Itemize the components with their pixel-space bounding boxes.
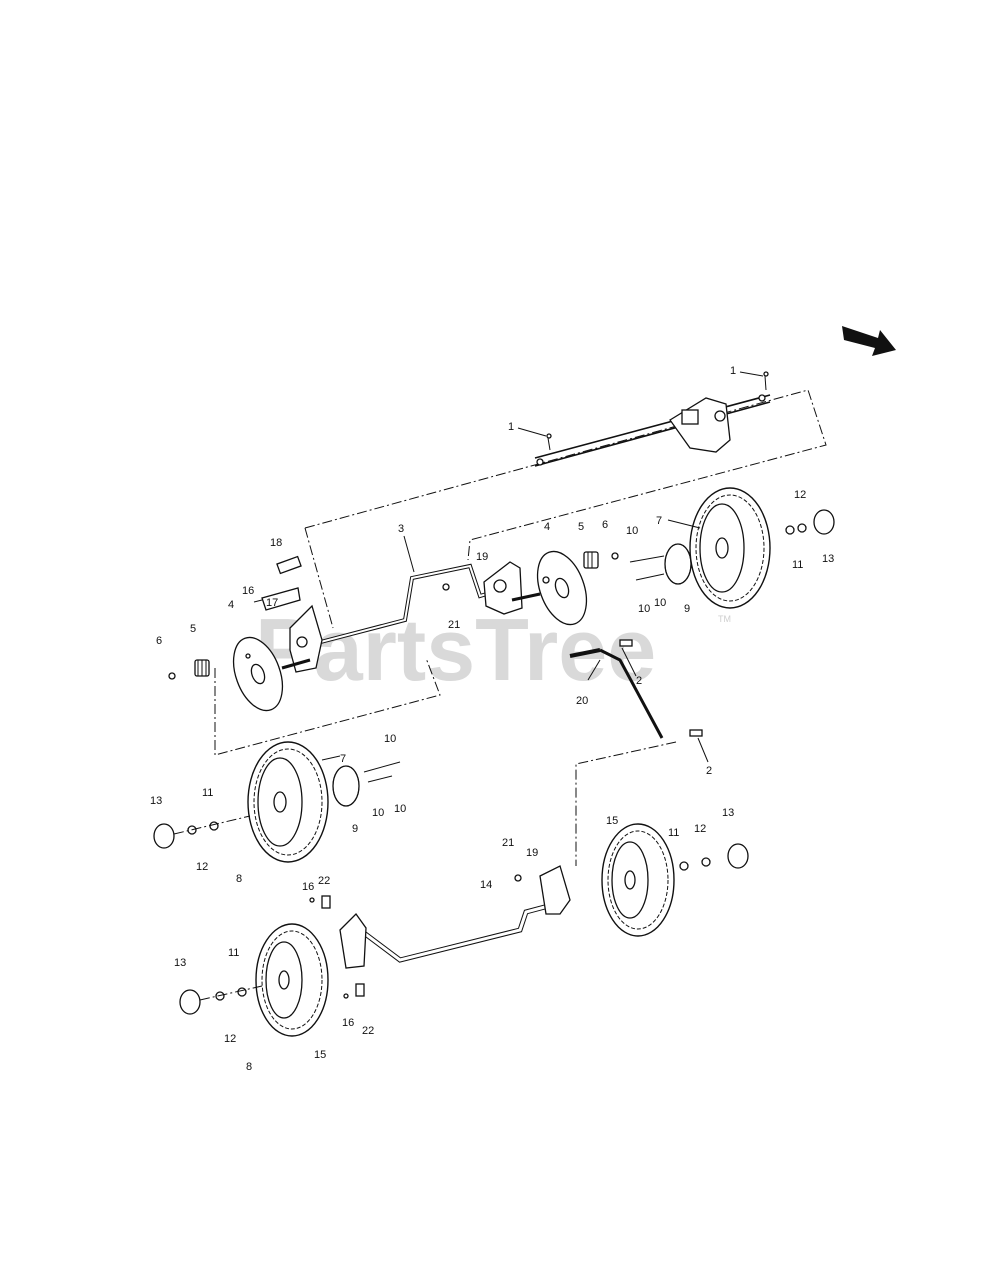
watermark-trademark: TM [718, 614, 731, 624]
callout-12: 12 [694, 823, 706, 835]
callout-19: 19 [526, 847, 538, 859]
callout-11: 11 [668, 827, 679, 839]
callout-5: 5 [578, 521, 584, 533]
callout-3: 3 [398, 523, 404, 535]
callout-17: 17 [266, 597, 278, 609]
callout-9: 9 [684, 603, 690, 615]
callout-5: 5 [190, 623, 196, 635]
axle-rod [289, 563, 501, 652]
callout-7: 7 [656, 515, 662, 527]
callout-12: 12 [196, 861, 208, 873]
watermark: PartsTree [255, 600, 656, 699]
left-large-gear [332, 761, 401, 807]
callout-labels: 1 1 3 18 16 17 4 5 6 19 21 4 5 6 10 7 12… [150, 365, 834, 1073]
callout-10: 10 [654, 597, 666, 609]
arrow-icon [842, 326, 896, 356]
callout-13: 13 [150, 795, 162, 807]
callout-2: 2 [636, 675, 642, 687]
callout-19: 19 [476, 551, 488, 563]
callout-21: 21 [448, 619, 460, 631]
callout-2: 2 [706, 765, 712, 777]
callout-4: 4 [544, 521, 550, 533]
callout-10: 10 [384, 733, 396, 745]
right-rear-wheel [689, 487, 835, 609]
callout-16: 16 [342, 1017, 354, 1029]
upper-axle-assembly [214, 371, 827, 756]
left-rear-hardware [153, 815, 251, 849]
callout-11: 11 [202, 787, 213, 799]
front-right-wheel [601, 823, 749, 937]
callout-8: 8 [246, 1061, 252, 1073]
callout-6: 6 [156, 635, 162, 647]
right-small-gear [583, 551, 619, 569]
front-left-wheel [179, 923, 329, 1037]
left-small-gear [168, 659, 210, 680]
callout-9: 9 [352, 823, 358, 835]
callout-12: 12 [224, 1033, 236, 1045]
callout-1: 1 [508, 421, 514, 433]
left-disc [232, 636, 284, 712]
callout-16: 16 [242, 585, 254, 597]
callout-10: 10 [372, 807, 384, 819]
callout-10: 10 [394, 803, 406, 815]
callout-7: 7 [340, 753, 346, 765]
right-large-gear [629, 543, 692, 585]
callout-13: 13 [822, 553, 834, 565]
lower-leader [575, 741, 677, 866]
callout-22: 22 [318, 875, 330, 887]
callout-8: 8 [236, 873, 242, 885]
callout-10: 10 [638, 603, 650, 615]
callout-1: 1 [730, 365, 736, 377]
callout-4: 4 [228, 599, 234, 611]
callout-14: 14 [480, 879, 492, 891]
callout-11: 11 [792, 559, 803, 571]
callout-11: 11 [228, 947, 239, 959]
front-axle-rod [339, 865, 571, 969]
left-bracket [253, 555, 323, 673]
right-disc [536, 550, 588, 626]
callout-16: 16 [302, 881, 314, 893]
callout-15: 15 [314, 1049, 326, 1061]
callout-13: 13 [722, 807, 734, 819]
front-clips [309, 895, 365, 999]
left-rear-wheel [247, 741, 329, 863]
callout-21: 21 [502, 837, 514, 849]
callout-10: 10 [626, 525, 638, 537]
callout-20: 20 [576, 695, 588, 707]
callout-15: 15 [606, 815, 618, 827]
callout-12: 12 [794, 489, 806, 501]
callout-22: 22 [362, 1025, 374, 1037]
callout-18: 18 [270, 537, 282, 549]
callout-13: 13 [174, 957, 186, 969]
leader-lines [321, 371, 764, 763]
link-rod [569, 639, 703, 739]
right-bracket [442, 561, 541, 615]
callout-6: 6 [602, 519, 608, 531]
